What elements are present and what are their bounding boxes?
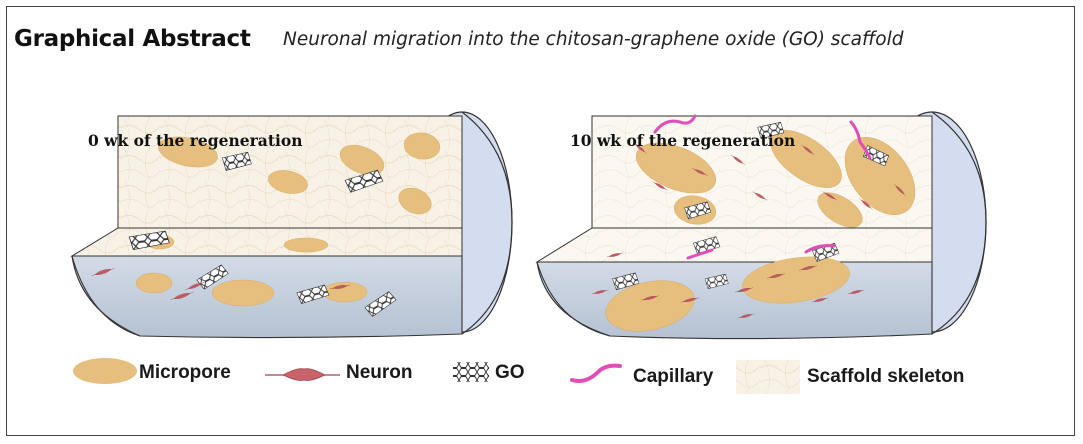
svg-text:Micropore: Micropore	[139, 362, 231, 383]
legend-item-capillary: Capillary	[570, 363, 714, 387]
neuron-icon	[265, 368, 340, 381]
legend-item-go: GO	[453, 362, 525, 383]
tube-body	[536, 261, 933, 340]
micropore-icon	[73, 358, 137, 384]
legend-item-scaffold-skeleton: Scaffold skeleton	[736, 360, 964, 394]
micropores-tube	[605, 256, 850, 332]
micropores-wall	[158, 132, 441, 215]
panel-0wk: 0 wk of the regeneration	[70, 111, 513, 339]
svg-text:GO: GO	[495, 362, 525, 383]
svg-text:Capillary: Capillary	[633, 366, 714, 387]
svg-text:Neuron: Neuron	[346, 362, 413, 383]
panel-label-10wk: 10 wk of the regeneration	[570, 131, 795, 150]
svg-text:Scaffold skeleton: Scaffold skeleton	[807, 366, 964, 387]
scaffold-skeleton-icon	[736, 360, 800, 394]
panel-label-0wk: 0 wk of the regeneration	[88, 131, 302, 150]
capillary-icon	[570, 363, 622, 383]
graphene-oxide-icon	[453, 362, 489, 382]
page-subtitle: Neuronal migration into the chitosan-gra…	[283, 29, 904, 50]
legend: Micropore Neuron GO Capillary Scaffold s…	[73, 358, 964, 394]
capillaries-10wk	[653, 114, 872, 260]
panel-10wk: 10 wk of the regeneration	[535, 111, 987, 340]
page-title: Graphical Abstract	[14, 26, 251, 52]
legend-item-micropore: Micropore	[73, 358, 231, 384]
legend-item-neuron: Neuron	[265, 362, 413, 383]
scaffold-floor	[535, 227, 933, 263]
